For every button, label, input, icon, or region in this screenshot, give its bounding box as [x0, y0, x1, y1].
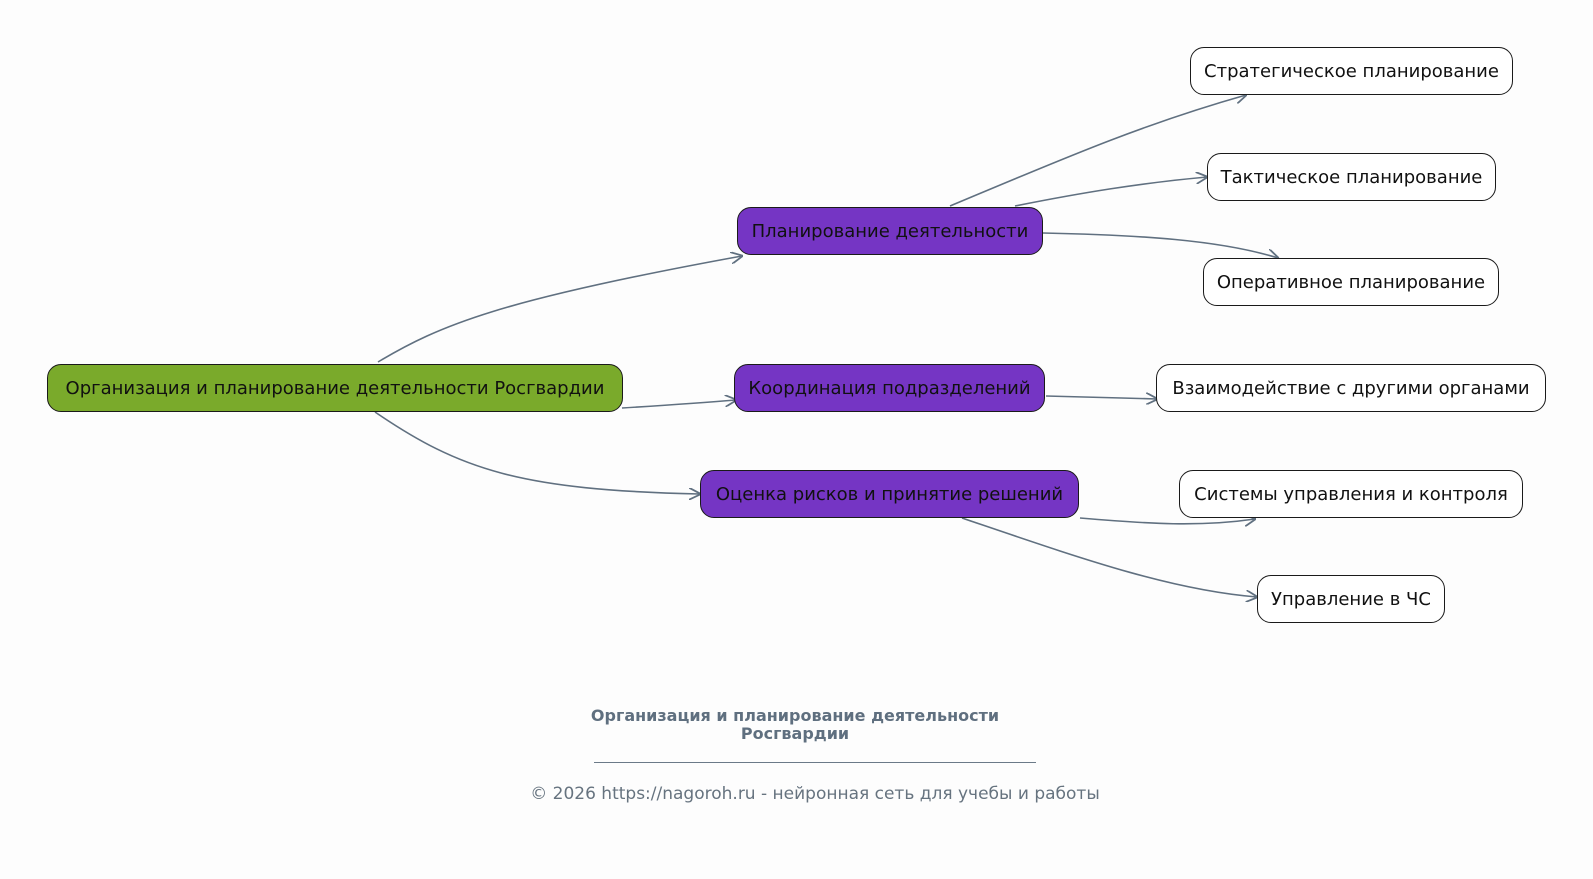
branch-node-label: Планирование деятельности — [751, 220, 1029, 242]
leaf-node-emergency[interactable]: Управление в ЧС — [1257, 575, 1445, 623]
branch-node-planning[interactable]: Планирование деятельности — [737, 207, 1043, 255]
edge-root-to-coordination — [621, 400, 736, 409]
root-node[interactable]: Организация и планирование деятельности … — [47, 364, 623, 412]
leaf-node-label: Оперативное планирование — [1216, 271, 1486, 293]
edge-root-to-risk — [374, 411, 700, 494]
leaf-node-label: Тактическое планирование — [1220, 166, 1483, 188]
branch-node-coordination[interactable]: Координация подразделений — [734, 364, 1045, 412]
branch-node-label: Координация подразделений — [748, 377, 1031, 399]
branch-node-label: Оценка рисков и принятие решений — [715, 483, 1064, 505]
footer-divider — [594, 762, 1036, 763]
edge-planning-to-tactical — [1014, 177, 1207, 207]
leaf-node-strategic[interactable]: Стратегическое планирование — [1190, 47, 1513, 95]
edge-root-to-planning — [377, 256, 742, 363]
leaf-node-interaction[interactable]: Взаимодействие с другими органами — [1156, 364, 1546, 412]
branch-node-risk[interactable]: Оценка рисков и принятие решений — [700, 470, 1079, 518]
edge-risk-to-emergency — [961, 517, 1257, 597]
leaf-node-tactical[interactable]: Тактическое планирование — [1207, 153, 1496, 201]
edge-coordination-to-interaction — [1045, 396, 1157, 399]
leaf-node-label: Взаимодействие с другими органами — [1172, 377, 1530, 399]
edge-risk-to-control — [1079, 518, 1255, 524]
leaf-node-control-systems[interactable]: Системы управления и контроля — [1179, 470, 1523, 518]
leaf-node-label: Системы управления и контроля — [1194, 483, 1508, 505]
edge-planning-to-strategic — [949, 95, 1246, 207]
leaf-node-label: Управление в ЧС — [1271, 588, 1431, 610]
footer-copyright: © 2026 https://nagoroh.ru - нейронная се… — [530, 784, 1100, 804]
leaf-node-label: Стратегическое планирование — [1204, 60, 1499, 82]
edge-planning-to-operational — [1042, 232, 1278, 258]
root-node-label: Организация и планирование деятельности … — [65, 377, 605, 399]
footer-title: Организация и планирование деятельности … — [590, 706, 1000, 743]
leaf-node-operational[interactable]: Оперативное планирование — [1203, 258, 1499, 306]
